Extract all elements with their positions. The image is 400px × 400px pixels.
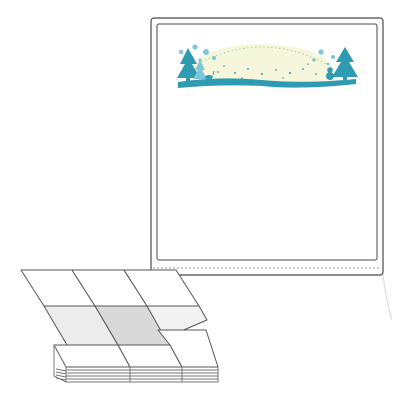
snow-dots	[217, 63, 317, 79]
winter-snow-banner-illustration	[177, 44, 358, 88]
pine-tree-icon	[332, 47, 358, 82]
stack-top-label-3	[157, 329, 219, 368]
fanfold-label-stack-icon	[20, 269, 219, 383]
next-sheet-edge-right	[382, 274, 393, 321]
banner-arch	[186, 44, 338, 83]
pine-tree-icon	[177, 48, 200, 83]
snowman-icon	[326, 67, 334, 80]
deer-icon	[205, 70, 215, 82]
snowflake-icon	[178, 44, 335, 66]
stack-edges	[53, 344, 219, 383]
banner-ground	[178, 78, 356, 88]
pine-tree-icon	[193, 60, 207, 79]
stack-top-label-1	[53, 344, 131, 368]
